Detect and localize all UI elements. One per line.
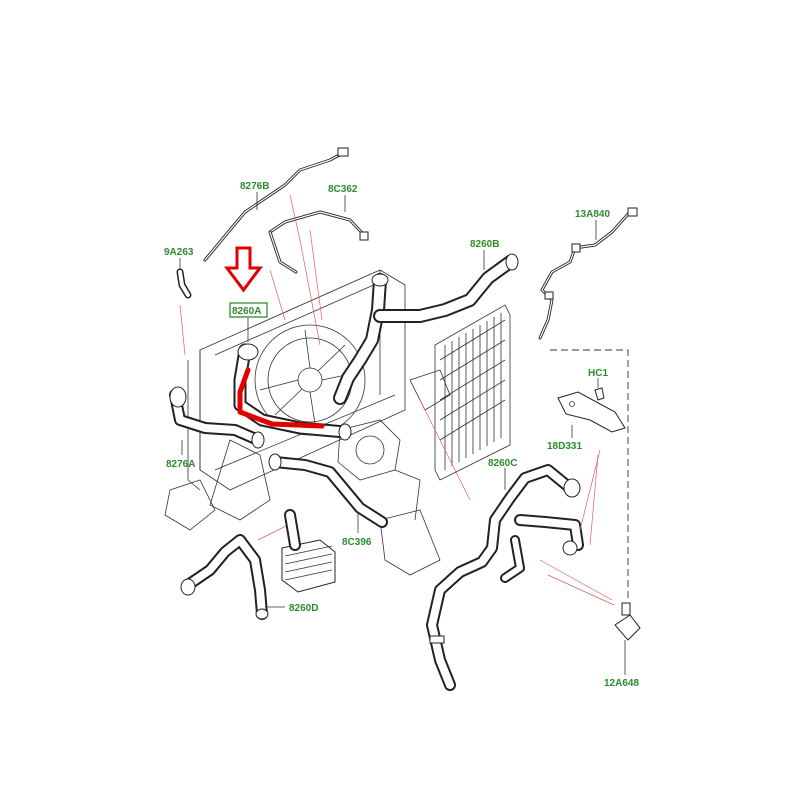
hose-8C362 [268, 210, 369, 274]
label-HC1: HC1 [588, 368, 608, 379]
label-18D331: 18D331 [547, 441, 582, 452]
label-8C396: 8C396 [342, 537, 372, 548]
hose-8C396 [268, 453, 388, 528]
hose-8260D [180, 509, 301, 620]
label-8276B: 8276B [240, 181, 269, 192]
oil-cooler [281, 539, 336, 593]
hose-8260B [333, 253, 519, 405]
hose-8260C [426, 464, 584, 691]
label-8276A: 8276A [166, 459, 195, 470]
hose-9A263 [176, 268, 192, 299]
valve-12A648 [614, 602, 641, 641]
bracket-18D331 [557, 391, 626, 433]
down-arrow-outline-icon [224, 246, 263, 293]
label-8260B: 8260B [470, 239, 499, 250]
hose-13A840 [538, 207, 638, 340]
part-highlight-box [229, 302, 268, 318]
leader-lines [179, 192, 629, 675]
hose-8276B [203, 147, 349, 262]
hose-8276A [169, 386, 265, 449]
label-13A840: 13A840 [575, 209, 610, 220]
intercooler-radiator [434, 304, 511, 481]
hose-8260A [233, 343, 352, 441]
label-8C362: 8C362 [328, 184, 358, 195]
label-8260D: 8260D [289, 603, 318, 614]
label-9A263: 9A263 [164, 247, 194, 258]
red-hose-highlight [237, 367, 325, 429]
clip-HC1 [594, 387, 605, 401]
label-12A648: 12A648 [604, 678, 639, 689]
label-8260C: 8260C [488, 458, 517, 469]
label-8260A: 8260A [232, 306, 261, 317]
